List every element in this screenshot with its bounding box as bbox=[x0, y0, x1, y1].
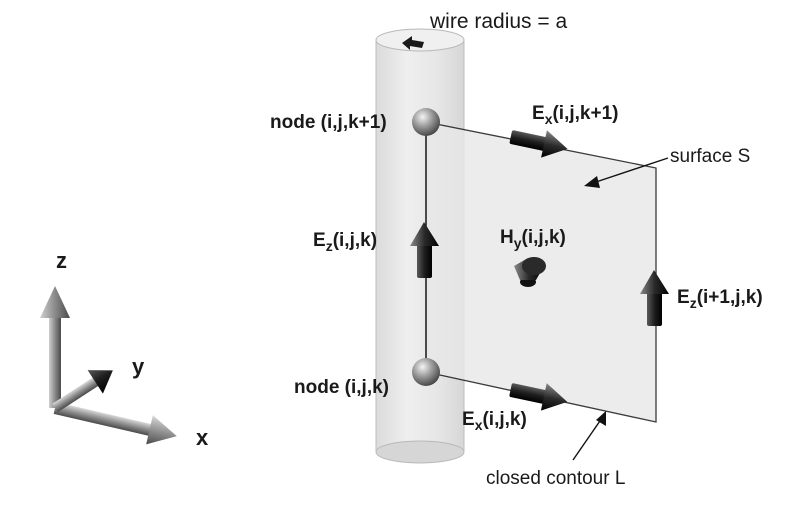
coordinate-axes bbox=[40, 286, 177, 445]
wire-cap-arrow-icon bbox=[402, 36, 424, 50]
ex-bottom-label-tail: (i,j,k) bbox=[482, 409, 527, 430]
node-top-sphere bbox=[412, 108, 440, 136]
ez-left-arrow-icon bbox=[410, 222, 439, 278]
node-top-label: node (i,j,k+1) bbox=[270, 112, 387, 133]
ez-right-label-sub: z bbox=[689, 295, 697, 311]
ex-top-label-tail: (i,j,k+1) bbox=[552, 103, 619, 124]
ex-bottom-label-main: E bbox=[462, 409, 475, 430]
contour-leader-arrow bbox=[572, 411, 606, 461]
ex-top-label-sub: x bbox=[544, 111, 553, 127]
wire-radius-label: wire radius = a bbox=[430, 10, 568, 33]
axis-x-label: x bbox=[196, 425, 209, 450]
ex-bottom-label: Ex(i,j,k) bbox=[462, 409, 527, 432]
y-axis-arrow-icon bbox=[52, 370, 113, 413]
hy-label: Hy(i,j,k) bbox=[500, 227, 566, 250]
ez-left-label-sub: z bbox=[325, 238, 333, 254]
ex-bottom-arrow-icon bbox=[509, 383, 568, 411]
ez-right-label: Ez(i+1,j,k) bbox=[677, 287, 763, 310]
ez-right-arrow-icon bbox=[640, 270, 669, 326]
hy-arrow-icon bbox=[514, 257, 546, 287]
ez-left-label-main: E bbox=[313, 230, 326, 251]
ex-top-label: Ex(i,j,k+1) bbox=[532, 103, 619, 126]
hy-label-tail: (i,j,k) bbox=[521, 227, 566, 248]
wire-bottom-cap bbox=[375, 440, 465, 464]
axis-z-label: z bbox=[56, 248, 67, 273]
axis-y-label: y bbox=[132, 354, 145, 379]
ex-bottom-label-sub: x bbox=[474, 417, 483, 433]
ez-left-label: Ez(i,j,k) bbox=[313, 230, 378, 253]
hy-label-main: H bbox=[500, 227, 514, 248]
hy-label-sub: y bbox=[513, 235, 522, 251]
x-axis-arrow-icon bbox=[53, 402, 177, 445]
ez-right-label-main: E bbox=[677, 287, 690, 308]
surface-label: surface S bbox=[670, 146, 751, 167]
ex-top-arrow-icon bbox=[509, 130, 568, 158]
ex-top-label-main: E bbox=[532, 103, 545, 124]
z-axis-arrow-icon bbox=[40, 286, 70, 408]
contour-label: closed contour L bbox=[486, 468, 626, 489]
surface-leader-arrow bbox=[584, 157, 669, 188]
ez-right-label-tail: (i+1,j,k) bbox=[696, 287, 763, 308]
node-bottom-label: node (i,j,k) bbox=[294, 377, 389, 398]
node-bottom-sphere bbox=[412, 358, 440, 386]
ez-left-label-tail: (i,j,k) bbox=[332, 230, 378, 251]
